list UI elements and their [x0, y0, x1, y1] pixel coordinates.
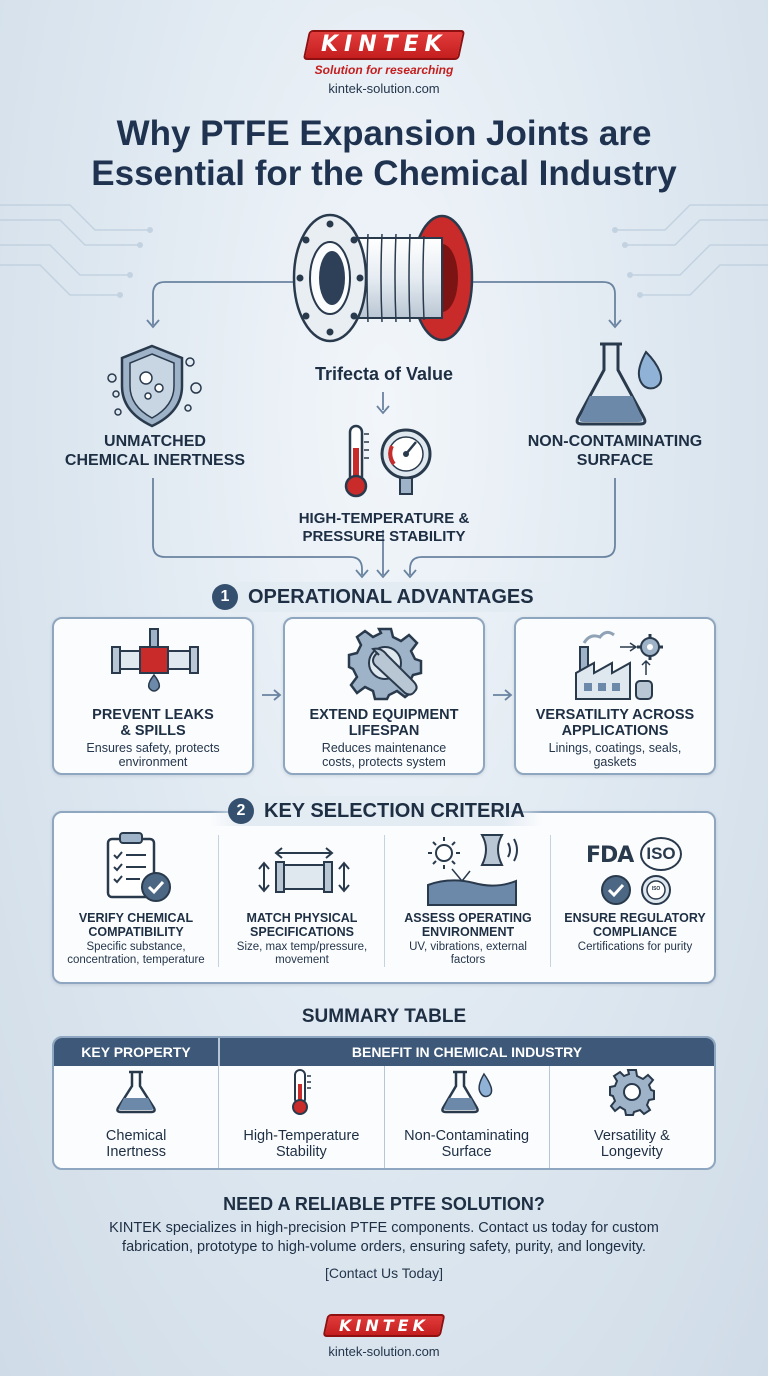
- iso-badge: ISO: [640, 837, 682, 871]
- ptfe-expansion-joint-illustration: [292, 213, 474, 343]
- flask-drop-icon: [575, 342, 663, 426]
- footer-kintek-logo[interactable]: KINTEK: [322, 1314, 446, 1337]
- section-number-badge: 1: [212, 584, 238, 610]
- trifecta-label: Trifecta of Value: [314, 364, 454, 384]
- flask-icon: [116, 1070, 156, 1114]
- cta-body: KINTEK specializes in high-precision PTF…: [109, 1220, 659, 1255]
- table-header: KEY PROPERTY BENEFIT IN CHEMICAL INDUSTR…: [54, 1038, 714, 1066]
- column-header-benefit: BENEFIT IN CHEMICAL INDUSTRY: [351, 1044, 583, 1060]
- tagline: Solution for researching: [314, 63, 454, 77]
- certification-icon: [601, 875, 671, 905]
- selection-criteria-panel: VERIFY CHEMICAL COMPATIBILITY Specific s…: [52, 811, 716, 984]
- bottom-pillar-label: HIGH-TEMPERATURE & PRESSURE STABILITY: [298, 510, 470, 545]
- section-title: OPERATIONAL ADVANTAGES: [248, 585, 534, 608]
- column-header-key-property: KEY PROPERTY: [54, 1038, 220, 1066]
- flask-drop-icon: [440, 1070, 492, 1114]
- card-prevent-leaks: PREVENT LEAKS & SPILLS Ensures safety, p…: [52, 617, 282, 775]
- summary-table: KEY PROPERTY BENEFIT IN CHEMICAL INDUSTR…: [52, 1036, 716, 1170]
- sun-vibration-icon: [427, 834, 518, 906]
- footer-website-link[interactable]: kintek-solution.com: [328, 1344, 440, 1359]
- thermometer-gauge-icon: [344, 424, 432, 498]
- card-versatility: VERSATILITY ACROSS APPLICATIONS Linings,…: [514, 617, 716, 775]
- hero-connectors: [146, 281, 622, 579]
- section-key-selection-criteria: 2 KEY SELECTION CRITERIA: [210, 796, 543, 826]
- gear-icon: [608, 1069, 655, 1116]
- logo-text: KINTEK: [320, 32, 448, 57]
- thermometer-icon: [292, 1069, 312, 1115]
- section-title: KEY SELECTION CRITERIA: [264, 799, 525, 822]
- section-operational-advantages: 1 OPERATIONAL ADVANTAGES: [194, 582, 552, 612]
- kintek-logo[interactable]: KINTEK: [302, 30, 466, 60]
- arrow-right-icon: [493, 689, 513, 701]
- clipboard-check-icon: [106, 832, 171, 902]
- summary-table-title: SUMMARY TABLE: [301, 1006, 467, 1027]
- pipe-leak-icon: [111, 628, 199, 692]
- chemical-shield-icon: [107, 344, 202, 428]
- section-number-badge: 2: [228, 798, 254, 824]
- table-cell: Chemical Inertness: [54, 1066, 218, 1168]
- table-row: Chemical Inertness High-Temperature Stab…: [54, 1066, 714, 1168]
- dimension-pipe-icon: [258, 847, 350, 893]
- factory-icon: [575, 630, 663, 700]
- right-pillar-label: NON-CONTAMINATING SURFACE: [527, 433, 703, 469]
- card-extend-lifespan: EXTEND EQUIPMENT LIFESPAN Reduces mainte…: [283, 617, 513, 775]
- page-title: Why PTFE Expansion Joints are Essential …: [0, 114, 768, 194]
- gear-wrench-icon: [347, 627, 423, 701]
- table-cell: High-Temperature Stability: [218, 1066, 383, 1168]
- table-cell: Versatility & Longevity: [548, 1066, 714, 1168]
- left-pillar-label: UNMATCHED CHEMICAL INERTNESS: [64, 433, 246, 469]
- iso-seal-text: ISO: [651, 886, 661, 892]
- circuit-decoration: [0, 204, 768, 298]
- title-line-2: Essential for the Chemical Industry: [91, 154, 677, 193]
- fda-badge: FDA: [586, 843, 634, 868]
- website-link[interactable]: kintek-solution.com: [328, 81, 440, 96]
- footer-logo-text: KINTEK: [339, 1316, 429, 1335]
- contact-us-link[interactable]: [Contact Us Today]: [324, 1265, 444, 1281]
- table-cell: Non-Contaminating Surface: [383, 1066, 549, 1168]
- cta-title: NEED A RELIABLE PTFE SOLUTION?: [223, 1194, 545, 1214]
- title-line-1: Why PTFE Expansion Joints are: [116, 114, 652, 153]
- arrow-right-icon: [262, 689, 282, 701]
